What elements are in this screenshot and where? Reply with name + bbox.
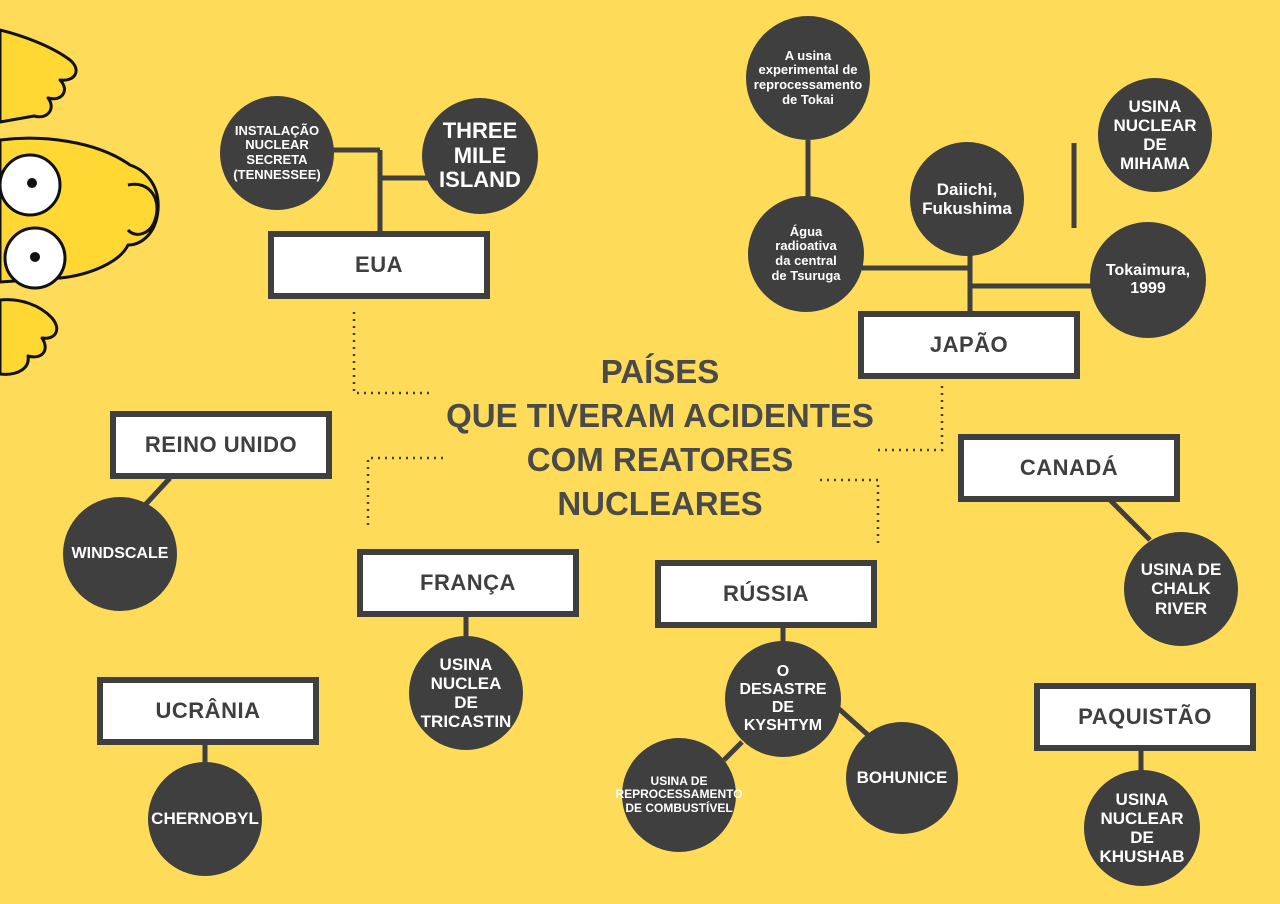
country-box-canada: CANADÁ	[958, 434, 1180, 502]
site-bohunice: BOHUNICE	[846, 722, 958, 834]
site-kyshtym: O DESASTRE DE KYSHTYM	[725, 641, 841, 757]
site-tokai: A usina experimental de reprocessamento …	[746, 16, 870, 140]
site-windscale: WINDSCALE	[63, 497, 177, 611]
site-fukushima: Daiichi, Fukushima	[910, 142, 1024, 256]
site-instalacao-secreta: INSTALAÇÃO NUCLEAR SECRETA (TENNESSEE)	[220, 96, 334, 210]
title-line-2: QUE TIVERAM ACIDENTES	[446, 397, 874, 434]
country-box-reino-unido: REINO UNIDO	[110, 411, 332, 479]
title-line-4: NUCLEARES	[557, 485, 763, 522]
main-title: PAÍSES QUE TIVERAM ACIDENTES COM REATORE…	[430, 350, 890, 526]
title-line-3: COM REATORES	[526, 441, 794, 478]
site-reprocessamento: USINA DE REPROCESSAMENTO DE COMBUSTÍVEL	[615, 738, 743, 852]
site-tricastin: USINA NUCLEA DE TRICASTIN	[409, 636, 523, 750]
country-box-russia: RÚSSIA	[655, 560, 877, 628]
country-box-paquistao: PAQUISTÃO	[1034, 683, 1256, 751]
site-mihama: USINA NUCLEAR DE MIHAMA	[1098, 78, 1212, 192]
country-box-japao: JAPÃO	[858, 311, 1080, 379]
cartoon-character-illustration	[0, 28, 160, 376]
country-box-eua: EUA	[268, 231, 490, 299]
site-chalk-river: USINA DE CHALK RIVER	[1124, 532, 1238, 646]
site-tsuruga: Água radioativa da central de Tsuruga	[748, 196, 864, 312]
site-khushab: USINA NUCLEAR DE KHUSHAB	[1084, 770, 1200, 886]
site-three-mile-island: THREE MILE ISLAND	[422, 98, 538, 214]
country-box-ucrania: UCRÂNIA	[97, 677, 319, 745]
site-tokaimura: Tokaimura, 1999	[1090, 222, 1206, 338]
country-box-franca: FRANÇA	[357, 549, 579, 617]
title-line-1: PAÍSES	[600, 353, 720, 390]
site-chernobyl: CHERNOBYL	[148, 762, 262, 876]
